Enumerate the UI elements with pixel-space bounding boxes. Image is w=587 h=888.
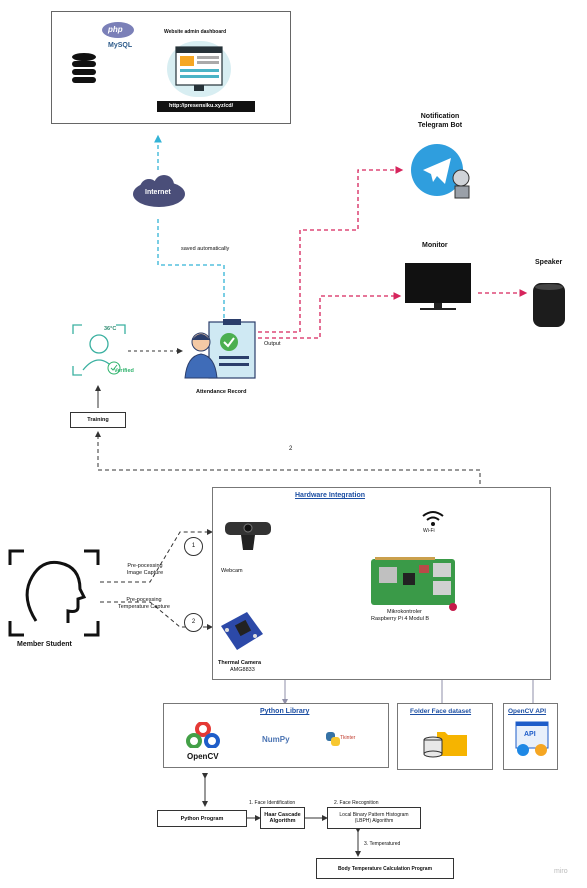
hardware-integration-panel: Hardware Integration Wi-Fi Webcam Therma… xyxy=(212,487,551,680)
lbph-box: Local Binary Pattern Histogram (LBPH) Al… xyxy=(327,807,421,829)
member-student-icon xyxy=(8,549,100,637)
miro-watermark: miro xyxy=(554,868,568,875)
telegram-line1: Notification xyxy=(420,113,460,120)
python-library-panel: Python Library OpenCV NumPy Tkinter xyxy=(163,703,389,768)
pre2-line1: Pre-pocessing xyxy=(126,597,162,603)
dashboard-illustration-icon xyxy=(167,41,231,97)
verified-label: Verified xyxy=(114,368,134,374)
attendance-label: Attendance Record xyxy=(196,389,247,395)
thermal-label-2: AMG8833 xyxy=(230,667,255,673)
face-recognition-label: 2. Face Recognition xyxy=(334,800,379,806)
numpy-label: NumPy xyxy=(262,735,290,744)
step-2-circle: 2 xyxy=(184,613,203,632)
web-dashboard-panel: php MySQL Website admin dashboard http:/… xyxy=(51,11,291,124)
database-icon xyxy=(72,53,96,83)
thermal-label-1: Thermal Camera xyxy=(218,660,262,666)
face-scan-icon xyxy=(72,324,126,376)
php-icon: php xyxy=(102,22,134,38)
speaker-label: Speaker xyxy=(535,259,563,266)
pre2-line2: Temperature Capture xyxy=(118,604,170,610)
python-library-title: Python Library xyxy=(260,708,310,715)
folder-face-dataset-panel: Folder Face dataset xyxy=(397,703,493,770)
output-label: Output xyxy=(264,341,281,347)
haar-cascade-box: Haar Cascade Algorithm xyxy=(260,807,305,829)
dashboard-title: Website admin dashboard xyxy=(164,29,227,35)
body-temperature-box: Body Temperature Calculation Program xyxy=(316,858,454,879)
mysql-label: MySQL xyxy=(108,42,133,49)
python-program-box: Python Program xyxy=(157,810,247,827)
webcam-label: Webcam xyxy=(221,568,243,574)
temperatured-label: 3. Temperatured xyxy=(364,841,401,847)
pre1-line2: Image Capture xyxy=(126,570,164,576)
folder-title: Folder Face dataset xyxy=(410,708,472,715)
face-identification-label: 1. Face Identification xyxy=(249,800,296,806)
internet-cloud: Internet xyxy=(131,174,187,210)
opencv-label: OpenCV xyxy=(187,752,219,761)
raspberry-pi-icon xyxy=(371,557,457,611)
student-label: Member Student xyxy=(17,641,72,648)
hardware-title: Hardware Integration xyxy=(295,492,366,499)
face-verification: 36°C Verified xyxy=(70,322,134,378)
cloud-icon xyxy=(133,175,185,207)
attendance-record-icon xyxy=(184,319,256,379)
step-1-circle: 1 xyxy=(184,537,203,556)
wifi-icon xyxy=(422,511,444,526)
api-label: API xyxy=(524,731,536,738)
step-number-label: 2 xyxy=(289,446,293,452)
mikrokontroler-label-1: Mikrokontroler xyxy=(387,609,422,615)
speaker-icon xyxy=(533,283,565,327)
api-icon xyxy=(515,721,549,756)
telegram-bot-icon xyxy=(411,144,470,199)
opencv-api-title: OpenCV API xyxy=(508,708,547,715)
training-box: Training xyxy=(70,412,126,428)
folder-database-icon xyxy=(423,732,467,758)
mikrokontroler-label-2: Raspberry Pi 4 Modul B xyxy=(371,616,430,622)
url-bar[interactable]: http://presensiku.xyz/cd/ xyxy=(157,101,255,112)
opencv-api-panel: OpenCV API API xyxy=(503,703,558,770)
tkinter-label: Tkinter xyxy=(340,735,356,741)
pre1-line1: Pre-pocessing xyxy=(127,563,163,569)
thermal-camera-icon xyxy=(221,612,263,650)
telegram-line2: Telegram Bot xyxy=(417,122,463,129)
python-icon xyxy=(326,732,340,746)
webcam-icon xyxy=(225,522,271,550)
monitor-label: Monitor xyxy=(422,242,448,249)
monitor-icon xyxy=(405,263,471,310)
opencv-icon xyxy=(186,722,220,748)
saved-label: saved automatically xyxy=(181,246,230,252)
wifi-label: Wi-Fi xyxy=(423,528,435,534)
